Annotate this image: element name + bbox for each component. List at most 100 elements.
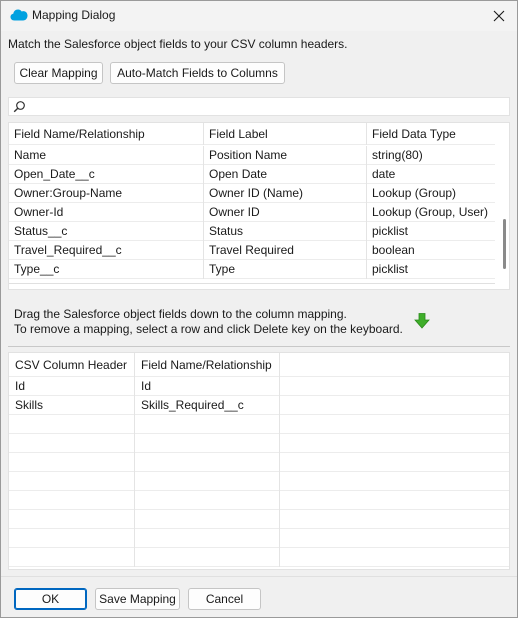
column-header-field-name[interactable]: Field Name/Relationship bbox=[9, 123, 204, 145]
save-mapping-button[interactable]: Save Mapping bbox=[95, 588, 180, 610]
empty-cell bbox=[280, 510, 509, 529]
empty-cell bbox=[9, 453, 135, 472]
table-row[interactable]: Travel_Required__c Travel Required boole… bbox=[9, 241, 495, 260]
column-header-field-data-type[interactable]: Field Data Type bbox=[372, 127, 456, 141]
table-row[interactable] bbox=[9, 434, 509, 453]
table-row[interactable]: Status__c Status picklist bbox=[9, 222, 495, 241]
fields-table: Field Name/Relationship Field Label Fiel… bbox=[8, 122, 510, 290]
vertical-scrollbar[interactable] bbox=[499, 123, 509, 289]
search-icon bbox=[13, 101, 25, 113]
field-name-cell: Open_Date__c bbox=[9, 165, 204, 184]
field-type-cell: Lookup (Group, User) bbox=[372, 205, 489, 219]
empty-cell bbox=[280, 396, 509, 415]
field-label-cell: Type bbox=[204, 260, 367, 279]
mapped-field-cell: Id bbox=[135, 377, 280, 396]
empty-cell bbox=[9, 415, 135, 434]
column-header-empty bbox=[280, 353, 509, 377]
empty-cell bbox=[280, 377, 509, 396]
field-type-cell: date bbox=[372, 167, 396, 181]
field-label-cell: Owner ID bbox=[204, 203, 367, 222]
down-arrow-icon bbox=[414, 313, 430, 329]
table-row[interactable]: Id Id bbox=[9, 377, 509, 396]
field-name-cell: Status__c bbox=[9, 222, 204, 241]
empty-cell bbox=[135, 529, 280, 548]
mapping-table: CSV Column Header Field Name/Relationshi… bbox=[8, 352, 510, 570]
empty-cell bbox=[9, 472, 135, 491]
footer-separator bbox=[1, 576, 517, 577]
empty-cell bbox=[9, 548, 135, 567]
table-row[interactable]: Skills Skills_Required__c bbox=[9, 396, 509, 415]
drag-instructions-line-2: To remove a mapping, select a row and cl… bbox=[14, 322, 403, 336]
empty-cell bbox=[135, 491, 280, 510]
empty-cell bbox=[135, 472, 280, 491]
table-row[interactable]: Owner-Id Owner ID Lookup (Group, User) bbox=[9, 203, 495, 222]
table-row[interactable]: Owner:Group-Name Owner ID (Name) Lookup … bbox=[9, 184, 495, 203]
mapped-field-cell: Skills_Required__c bbox=[135, 396, 280, 415]
table-row[interactable] bbox=[9, 548, 509, 567]
field-label-cell: Owner ID (Name) bbox=[204, 184, 367, 203]
empty-cell bbox=[135, 415, 280, 434]
empty-cell bbox=[135, 453, 280, 472]
table-row[interactable]: Open_Date__c Open Date date bbox=[9, 165, 495, 184]
empty-cell bbox=[9, 434, 135, 453]
column-header-csv-column[interactable]: CSV Column Header bbox=[9, 353, 135, 377]
field-label-cell: Position Name bbox=[204, 146, 367, 165]
close-icon bbox=[493, 10, 505, 22]
empty-cell bbox=[280, 434, 509, 453]
scrollbar-thumb[interactable] bbox=[503, 219, 506, 269]
instruction-text: Match the Salesforce object fields to yo… bbox=[8, 37, 348, 51]
empty-cell bbox=[135, 510, 280, 529]
table-row[interactable] bbox=[9, 529, 509, 548]
field-name-cell: Name bbox=[9, 146, 204, 165]
csv-column-cell: Id bbox=[9, 377, 135, 396]
section-divider bbox=[8, 346, 510, 347]
column-header-field-name[interactable]: Field Name/Relationship bbox=[135, 353, 280, 377]
empty-cell bbox=[135, 548, 280, 567]
mapping-table-header: CSV Column Header Field Name/Relationshi… bbox=[9, 353, 509, 377]
table-row[interactable] bbox=[9, 415, 509, 434]
empty-cell bbox=[9, 510, 135, 529]
empty-cell bbox=[280, 472, 509, 491]
field-type-cell: picklist bbox=[372, 262, 409, 276]
field-label-cell: Open Date bbox=[204, 165, 367, 184]
empty-cell bbox=[280, 453, 509, 472]
empty-cell bbox=[280, 415, 509, 434]
empty-cell bbox=[9, 491, 135, 510]
title-bar: Mapping Dialog bbox=[1, 1, 517, 31]
drag-instructions: Drag the Salesforce object fields down t… bbox=[14, 307, 403, 337]
field-name-cell: Type__c bbox=[9, 260, 204, 279]
field-type-cell: Lookup (Group) bbox=[372, 186, 457, 200]
field-type-cell: string(80) bbox=[372, 148, 423, 162]
drag-instructions-line-1: Drag the Salesforce object fields down t… bbox=[14, 307, 347, 321]
empty-cell bbox=[280, 529, 509, 548]
empty-cell bbox=[9, 529, 135, 548]
table-row[interactable] bbox=[9, 510, 509, 529]
field-label-cell: Travel Required bbox=[204, 241, 367, 260]
field-name-cell: Owner-Id bbox=[9, 203, 204, 222]
fields-table-header: Field Name/Relationship Field Label Fiel… bbox=[9, 123, 495, 145]
table-row[interactable] bbox=[9, 472, 509, 491]
table-row[interactable]: Name Position Name string(80) bbox=[9, 146, 495, 165]
horizontal-scrollbar[interactable] bbox=[9, 283, 495, 284]
table-row[interactable] bbox=[9, 453, 509, 472]
close-button[interactable] bbox=[487, 5, 511, 27]
empty-cell bbox=[280, 548, 509, 567]
field-label-cell: Status bbox=[204, 222, 367, 241]
table-row[interactable] bbox=[9, 491, 509, 510]
table-row[interactable]: Type__c Type picklist bbox=[9, 260, 495, 279]
field-name-cell: Travel_Required__c bbox=[9, 241, 204, 260]
column-header-field-label[interactable]: Field Label bbox=[204, 123, 367, 145]
search-box[interactable] bbox=[8, 97, 510, 116]
field-type-cell: picklist bbox=[372, 224, 409, 238]
ok-button[interactable]: OK bbox=[14, 588, 87, 610]
field-type-cell: boolean bbox=[372, 243, 415, 257]
search-input[interactable] bbox=[29, 99, 504, 114]
csv-column-cell: Skills bbox=[9, 396, 135, 415]
empty-cell bbox=[135, 434, 280, 453]
cancel-button[interactable]: Cancel bbox=[188, 588, 261, 610]
auto-match-button[interactable]: Auto-Match Fields to Columns bbox=[110, 62, 285, 84]
salesforce-cloud-icon bbox=[10, 9, 28, 21]
field-name-cell: Owner:Group-Name bbox=[9, 184, 204, 203]
clear-mapping-button[interactable]: Clear Mapping bbox=[14, 62, 103, 84]
